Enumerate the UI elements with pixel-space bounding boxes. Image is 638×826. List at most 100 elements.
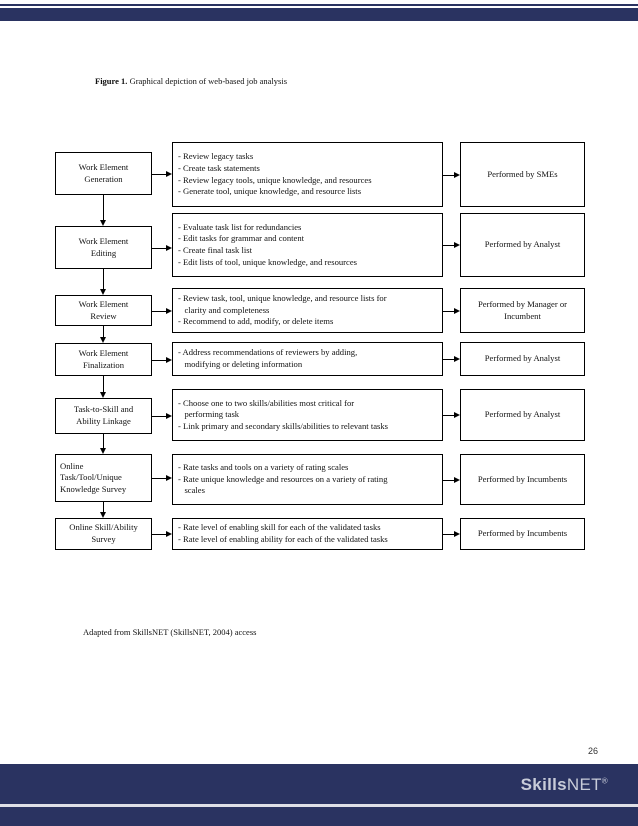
stage-label: Task-to-Skill and Ability Linkage <box>73 404 134 426</box>
stage-box: Work Element Finalization <box>55 343 152 376</box>
task-box: - Review legacy tasks- Create task state… <box>172 142 443 207</box>
arrow-down-icon <box>100 512 106 518</box>
connector-line <box>103 434 104 448</box>
task-line: - Choose one to two skills/abilities mos… <box>178 397 355 408</box>
task-line: - Edit lists of tool, unique knowledge, … <box>178 256 358 267</box>
task-line: - Rate level of enabling skill for each … <box>178 522 381 533</box>
stage-label: Work Element Generation <box>78 161 129 184</box>
connector-line <box>103 376 104 392</box>
actor-label: Performed by Incumbents <box>477 473 568 484</box>
source-note: Adapted from SkillsNET (SkillsNET, 2004)… <box>83 627 257 637</box>
task-line: - Review legacy tools, unique knowledge,… <box>178 174 372 185</box>
connector-line <box>443 174 454 176</box>
stage-box: Online Task/Tool/Unique Knowledge Survey <box>55 454 152 502</box>
actor-box: Performed by Analyst <box>460 389 585 441</box>
task-line: - Recommend to add, modify, or delete it… <box>178 316 334 327</box>
arrow-right-icon <box>454 242 460 248</box>
logo-mark: ® <box>601 776 608 786</box>
connector-line <box>443 479 454 481</box>
stage-label: Work Element Editing <box>78 235 129 258</box>
connector-line <box>103 326 104 337</box>
arrow-right-icon <box>454 476 460 483</box>
task-line: - Rate unique knowledge and resources on… <box>178 473 388 484</box>
task-line: - Link primary and secondary skills/abil… <box>178 420 389 431</box>
task-box: - Review task, tool, unique knowledge, a… <box>172 288 443 333</box>
stage-label: Work Element Finalization <box>78 347 129 370</box>
arrow-right-icon <box>454 307 460 314</box>
task-line: - Rate level of enabling ability for eac… <box>178 534 388 544</box>
connector-line <box>103 269 104 289</box>
actor-box: Performed by SMEs <box>460 142 585 207</box>
footer-stripe <box>0 804 638 807</box>
task-box: - Rate tasks and tools on a variety of r… <box>172 454 443 505</box>
connector-line <box>443 359 454 360</box>
task-line: - Review legacy tasks <box>178 151 254 162</box>
header-band <box>0 0 638 22</box>
actor-label: Performed by Manager or Incumbent <box>477 298 567 321</box>
connector-line <box>443 415 454 416</box>
connector-line <box>103 502 104 512</box>
task-box: - Rate level of enabling skill for each … <box>172 518 443 550</box>
stage-label: Online Task/Tool/Unique Knowledge Survey <box>60 460 127 494</box>
task-box: - Evaluate task list for redundancies- E… <box>172 213 443 277</box>
arrow-down-icon <box>100 337 106 343</box>
task-line: - Create final task list <box>178 245 252 255</box>
actor-box: Performed by Analyst <box>460 213 585 277</box>
task-line: modifying or deleting information <box>178 359 303 369</box>
actor-label: Performed by Analyst <box>484 409 561 420</box>
connector-line <box>443 534 454 535</box>
arrow-right-icon <box>166 531 172 537</box>
arrow-down-icon <box>100 392 106 398</box>
header-rule <box>0 4 638 6</box>
header-bar <box>0 8 638 21</box>
arrow-down-icon <box>100 289 106 295</box>
connector-line <box>152 359 166 361</box>
connector-line <box>103 195 104 220</box>
actor-label: Performed by Incumbents <box>477 528 568 539</box>
stage-box: Online Skill/Ability Survey <box>55 518 152 550</box>
stage-box: Work Element Editing <box>55 226 152 269</box>
stage-label: Work Element Review <box>78 298 129 321</box>
task-box: - Choose one to two skills/abilities mos… <box>172 389 443 441</box>
connector-line <box>443 245 454 246</box>
task-line: - Create task statements <box>178 162 260 173</box>
actor-label: Performed by Analyst <box>484 353 561 364</box>
arrow-down-icon <box>100 448 106 454</box>
connector-line <box>443 310 454 312</box>
logo-rest: NET <box>566 775 602 794</box>
task-line: - Evaluate task list for redundancies <box>178 221 302 232</box>
actor-box: Performed by Incumbents <box>460 518 585 550</box>
arrow-right-icon <box>454 356 460 362</box>
actor-box: Performed by Manager or Incumbent <box>460 288 585 333</box>
arrow-right-icon <box>454 171 460 178</box>
actor-box: Performed by Analyst <box>460 342 585 376</box>
arrow-right-icon <box>454 531 460 537</box>
task-line: - Review task, tool, unique knowledge, a… <box>178 293 387 304</box>
task-box: - Address recommendations of reviewers b… <box>172 342 443 376</box>
actor-label: Performed by SMEs <box>487 168 558 179</box>
actor-label: Performed by Analyst <box>484 239 561 250</box>
task-line: scales <box>178 485 205 496</box>
task-line: - Rate tasks and tools on a variety of r… <box>178 462 349 473</box>
stage-box: Work Element Generation <box>55 152 152 195</box>
stage-label: Online Skill/Ability Survey <box>69 522 138 544</box>
connector-line <box>152 416 166 417</box>
task-line: - Address recommendations of reviewers b… <box>178 347 358 358</box>
connector-line <box>152 173 166 175</box>
connector-line <box>152 534 166 535</box>
task-line: clarity and completeness <box>178 304 270 315</box>
figure-caption: Figure 1. Graphical depiction of web-bas… <box>95 76 287 86</box>
task-line: - Generate tool, unique knowledge, and r… <box>178 186 362 197</box>
task-line: performing task <box>178 409 240 420</box>
figure-title: Graphical depiction of web-based job ana… <box>129 76 287 86</box>
task-line: - Edit tasks for grammar and content <box>178 233 305 244</box>
arrow-right-icon <box>166 244 172 251</box>
skillsnet-logo: SkillsNET® <box>521 775 608 795</box>
arrow-right-icon <box>166 170 172 177</box>
arrow-right-icon <box>166 307 172 314</box>
arrow-right-icon <box>166 475 172 481</box>
connector-line <box>152 310 166 312</box>
arrow-down-icon <box>100 220 106 226</box>
connector-line <box>152 247 166 249</box>
logo-bold: Skills <box>520 775 567 794</box>
